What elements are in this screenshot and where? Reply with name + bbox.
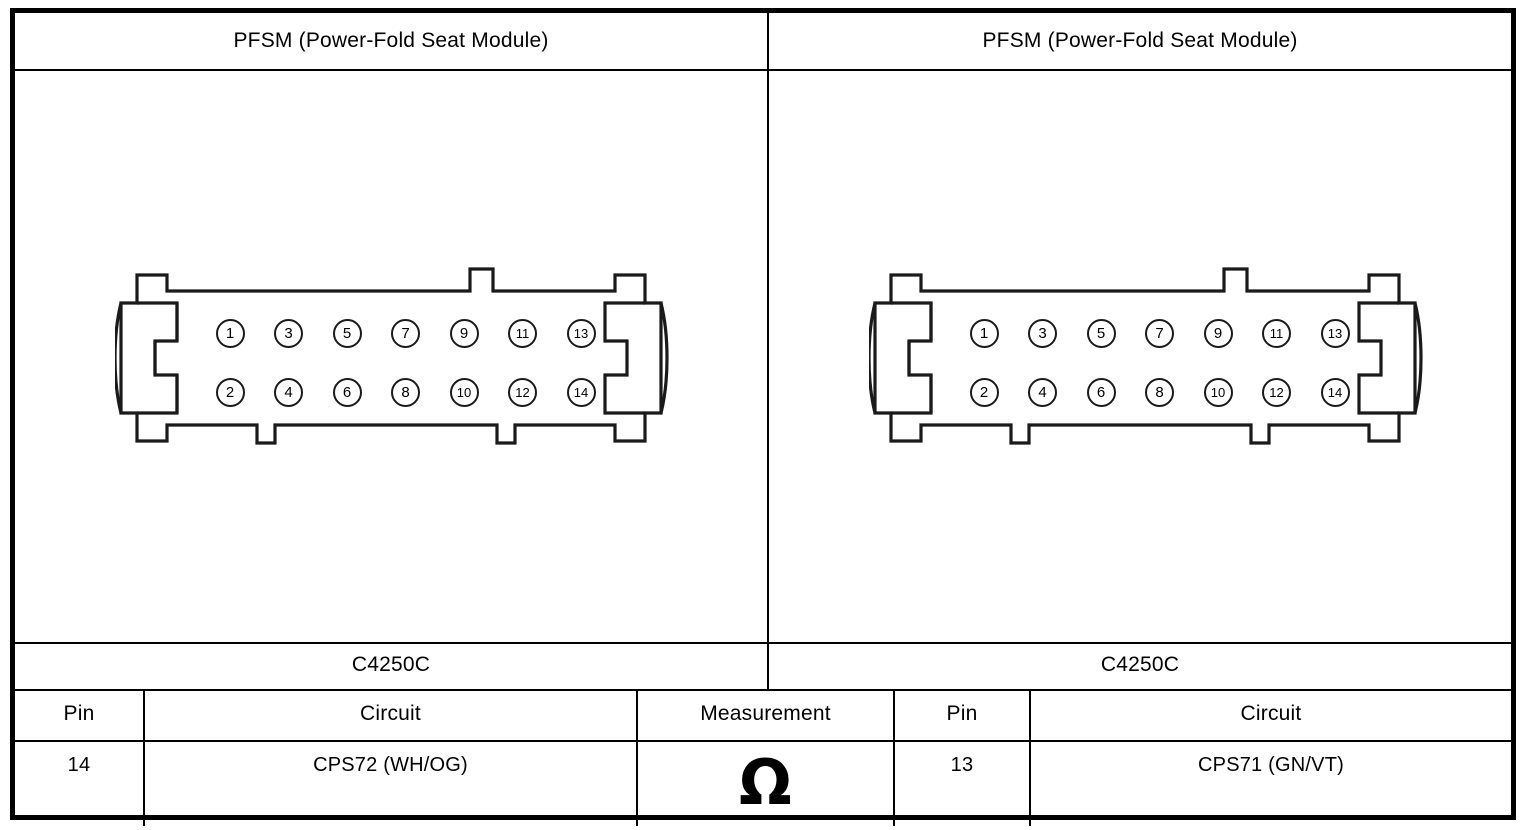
table-cell-pin-left: 14 — [67, 753, 91, 776]
table-header-circuit-right: Circuit — [1240, 702, 1302, 726]
rule-col-measurement — [893, 689, 895, 826]
connector-label-right: C4250C — [1100, 653, 1180, 677]
pin-14: 14 — [1320, 377, 1350, 407]
rule-center-divider — [767, 12, 769, 690]
pin-10: 10 — [1203, 377, 1233, 407]
pin-9: 9 — [1203, 318, 1233, 348]
table-cell-circuit-left: CPS72 (WH/OG) — [313, 753, 468, 776]
table-header-measurement: Measurement — [700, 702, 831, 726]
table-header-pin-right: Pin — [946, 702, 978, 726]
rule-above-table-headers — [14, 689, 1512, 691]
pin-8: 8 — [391, 377, 420, 407]
pin-6: 6 — [332, 377, 362, 407]
table-cell-measurement-ohm: Ω — [739, 746, 792, 819]
pin-6: 6 — [1086, 377, 1116, 407]
pin-13: 13 — [1320, 318, 1350, 348]
rule-col-circuit-left — [636, 689, 638, 826]
pin-11: 11 — [1262, 318, 1291, 348]
pin-2: 2 — [969, 377, 999, 407]
rule-col-pin-right — [1029, 689, 1031, 826]
pin-10: 10 — [449, 377, 479, 407]
rule-under-table-headers — [14, 740, 1512, 742]
pin-8: 8 — [1145, 377, 1174, 407]
pin-4: 4 — [1028, 377, 1057, 407]
connector-svg — [115, 267, 669, 445]
diagram-frame: PFSM (Power-Fold Seat Module) PFSM (Powe… — [10, 8, 1516, 826]
pin-12: 12 — [508, 377, 537, 407]
table-cell-pin-right: 13 — [950, 753, 974, 776]
rule-col-pin-left — [143, 689, 145, 826]
rule-above-connector-labels — [14, 642, 1512, 644]
pin-14: 14 — [566, 377, 596, 407]
pin-7: 7 — [1145, 318, 1174, 348]
pin-12: 12 — [1262, 377, 1291, 407]
rule-under-titles — [14, 69, 1512, 71]
pin-13: 13 — [566, 318, 596, 348]
pin-5: 5 — [332, 318, 362, 348]
connector-diagram-right — [869, 253, 1423, 453]
pin-1: 1 — [969, 318, 999, 348]
connector-diagram-left — [115, 253, 669, 453]
pin-7: 7 — [391, 318, 420, 348]
pin-9: 9 — [449, 318, 479, 348]
table-cell-circuit-right: CPS71 (GN/VT) — [1198, 753, 1344, 776]
panel-title-left: PFSM (Power-Fold Seat Module) — [233, 28, 549, 52]
table-header-circuit-left: Circuit — [360, 702, 421, 726]
pin-11: 11 — [508, 318, 537, 348]
pin-4: 4 — [274, 377, 303, 407]
connector-svg — [869, 267, 1423, 445]
pin-2: 2 — [215, 377, 245, 407]
pin-1: 1 — [215, 318, 245, 348]
connector-label-left: C4250C — [351, 653, 431, 677]
table-header-pin-left: Pin — [63, 702, 95, 726]
pin-5: 5 — [1086, 318, 1116, 348]
pin-3: 3 — [274, 318, 303, 348]
pin-3: 3 — [1028, 318, 1057, 348]
panel-title-right: PFSM (Power-Fold Seat Module) — [982, 28, 1298, 52]
